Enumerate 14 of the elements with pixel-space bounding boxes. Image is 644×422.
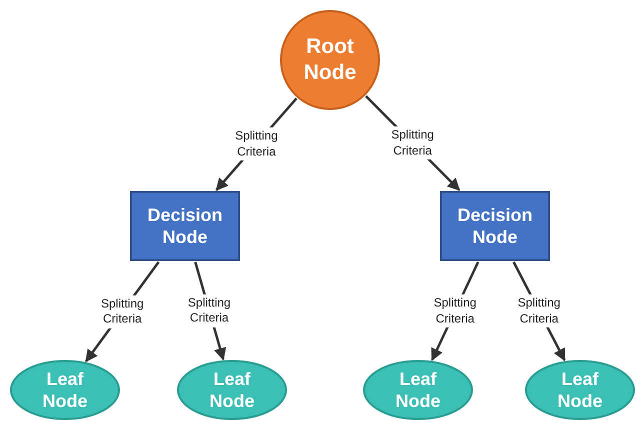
node-label: Leaf Node (208, 368, 256, 412)
leaf-node-ellipse (363, 360, 473, 420)
decision-node-box (130, 191, 240, 261)
node-label: Decision Node (146, 204, 224, 248)
node-label: Leaf Node (556, 368, 604, 412)
node-label: Decision Node (456, 204, 534, 248)
leaf-node-ellipse (525, 360, 635, 420)
root-node-circle (280, 10, 380, 110)
leaf-node-ellipse (10, 360, 120, 420)
node-label: Root Node (302, 34, 358, 86)
node-label: Leaf Node (42, 368, 88, 412)
leaf-node-ellipse (177, 360, 287, 420)
node-label: Leaf Node (394, 368, 442, 412)
decision-node-box (440, 191, 550, 261)
